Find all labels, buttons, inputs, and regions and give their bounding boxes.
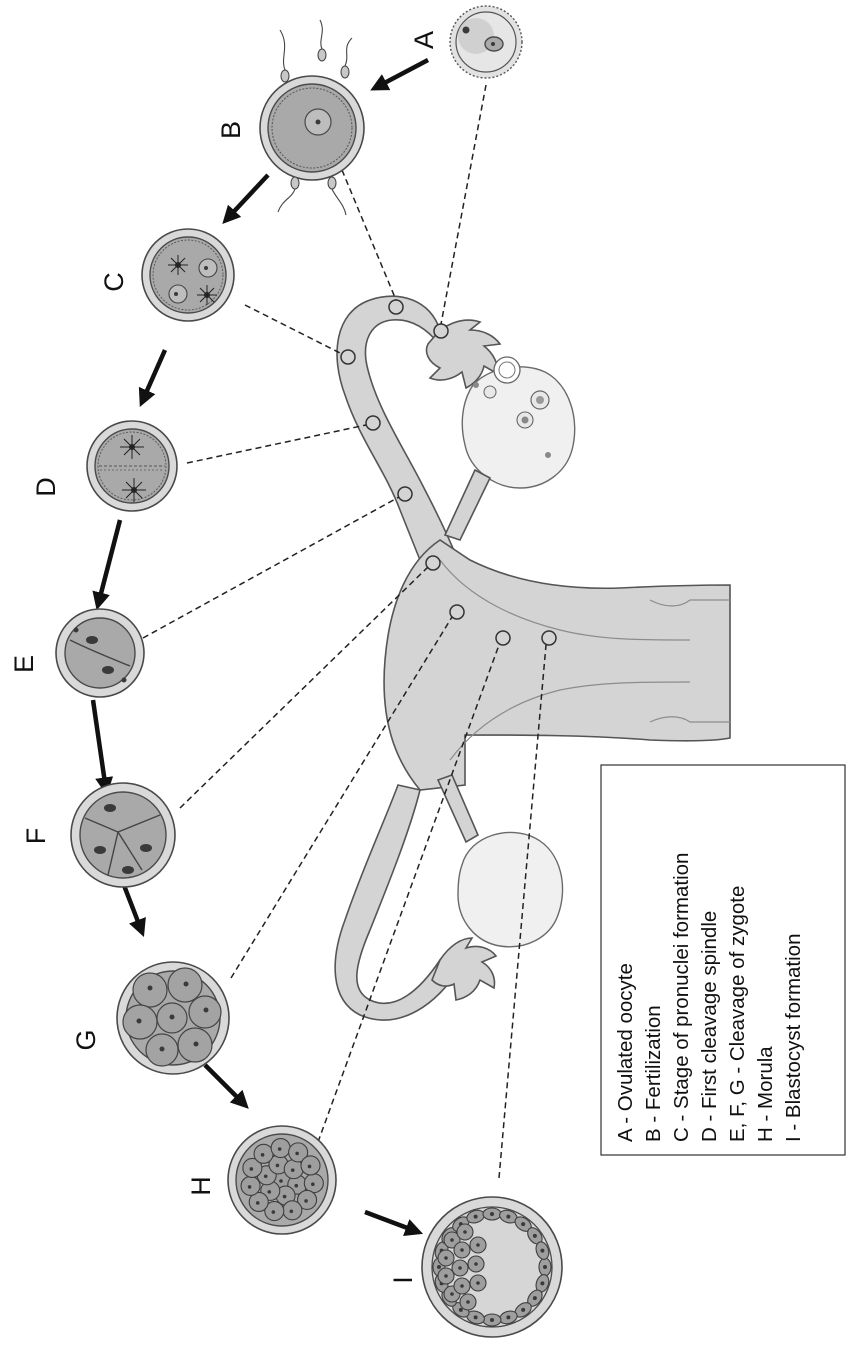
upper-ovary xyxy=(462,367,574,488)
stage-label-c: C xyxy=(99,272,129,292)
legend-item-d: D - First cleavage spindle xyxy=(698,911,721,1142)
legend: A - Ovulated oocyte B - Fertilization C … xyxy=(601,765,845,1155)
stage-label-f: F xyxy=(21,828,51,845)
legend-item-c: C - Stage of pronuclei formation xyxy=(670,853,693,1142)
stage-label-b: B xyxy=(216,121,246,139)
stage-a-oocyte xyxy=(450,6,522,78)
stage-label-a: A xyxy=(409,31,439,49)
stage-label-g: G xyxy=(71,1029,101,1050)
lower-ovary xyxy=(458,832,563,946)
stage-e-two-cell xyxy=(56,609,144,697)
stage-label-d: D xyxy=(31,477,61,497)
stage-i-blastocyst xyxy=(422,1197,562,1337)
legend-item-i: I - Blastocyst formation xyxy=(782,934,805,1142)
stage-g-eight-cell xyxy=(117,962,229,1074)
legend-item-b: B - Fertilization xyxy=(642,1005,665,1142)
stage-h-morula xyxy=(228,1126,336,1234)
stage-d-spindle xyxy=(87,421,177,511)
stage-label-i: I xyxy=(388,1276,418,1284)
legend-box xyxy=(601,765,845,1155)
legend-item-efg: E, F, G - Cleavage of zygote xyxy=(726,886,749,1142)
stage-label-h: H xyxy=(186,1176,216,1196)
upper-ligament xyxy=(445,470,490,540)
stage-label-e: E xyxy=(9,655,39,673)
legend-item-a: A - Ovulated oocyte xyxy=(614,963,637,1142)
stage-f-four-cell xyxy=(71,783,175,887)
legend-item-h: H - Morula xyxy=(754,1046,777,1142)
uterus-body xyxy=(384,540,730,790)
stage-b-fertilization xyxy=(260,20,364,215)
stage-c-pronuclei xyxy=(142,229,234,321)
